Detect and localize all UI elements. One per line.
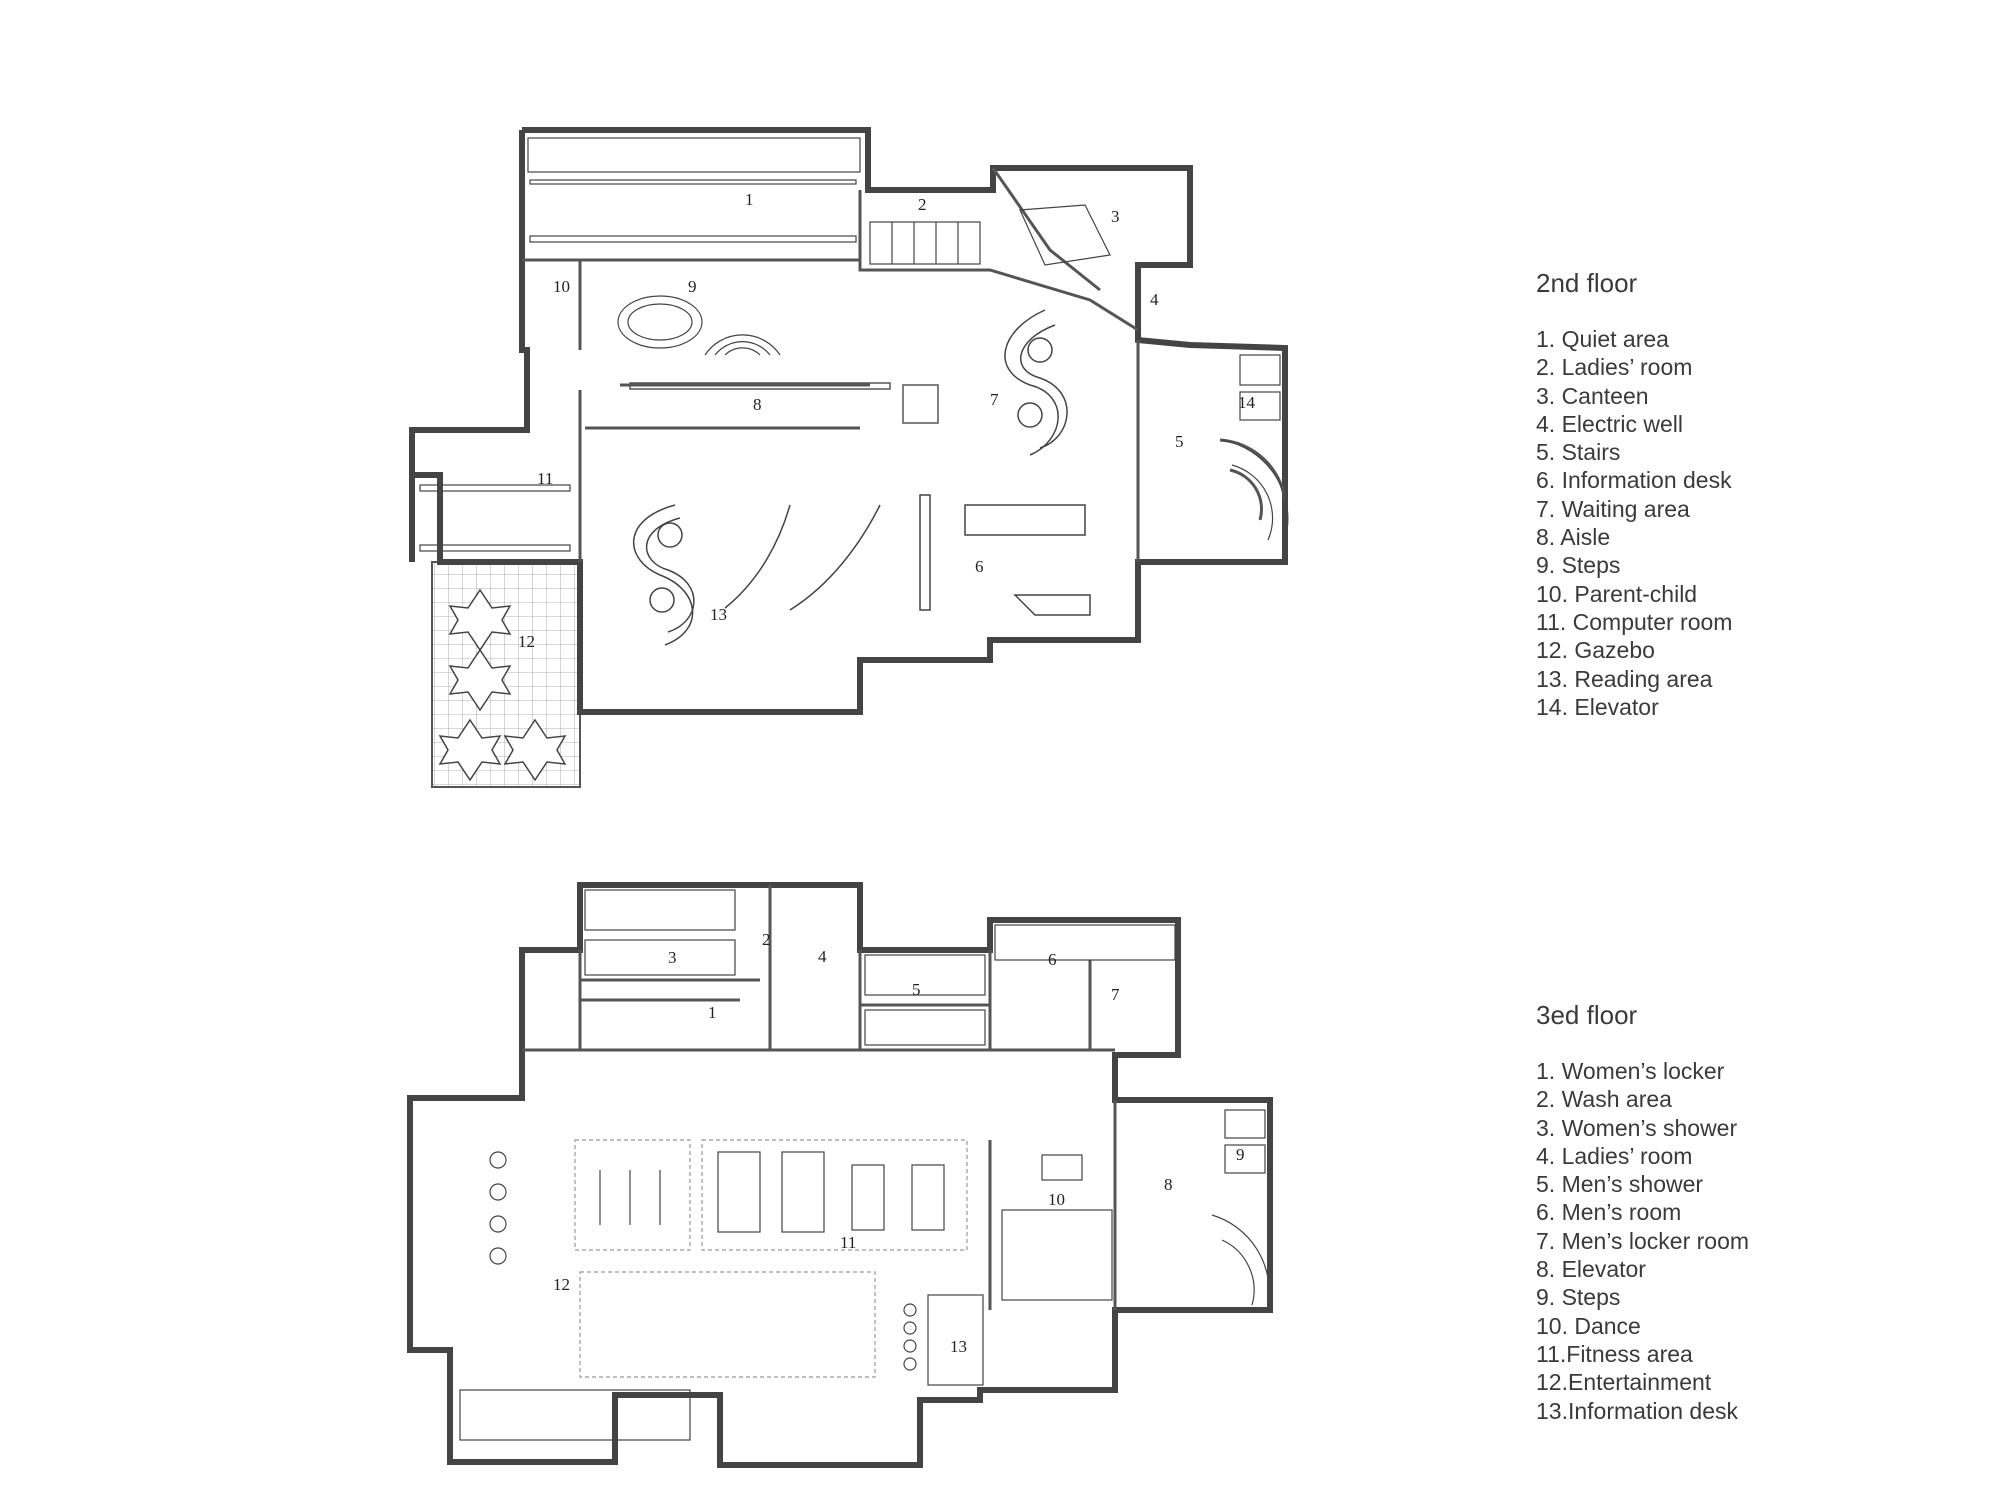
plan-2f-label-6: 6 xyxy=(975,557,984,576)
fitness-equipment xyxy=(599,1151,945,1233)
legend-list: 1. Quiet area 2. Ladies’ room 3. Canteen… xyxy=(1536,325,1732,721)
plan-3f-label-2: 2 xyxy=(762,930,771,949)
legend-item: 11.Fitness area xyxy=(1536,1340,1693,1367)
plan-2f-label-13: 13 xyxy=(710,605,727,624)
plan-2f-label-5: 5 xyxy=(1175,432,1184,451)
plan-3f-label-8: 8 xyxy=(1164,1175,1173,1194)
legend-item: 12.Entertainment xyxy=(1536,1369,1712,1396)
legend-item: 9. Steps xyxy=(1536,1284,1621,1311)
plan-2f-label-7: 7 xyxy=(990,390,999,409)
plan-2nd-floor: 1 2 3 4 5 6 7 8 9 10 11 12 13 14 xyxy=(409,127,1289,788)
quiet-area-desks xyxy=(527,137,861,243)
legend-item: 13. Reading area xyxy=(1536,665,1713,692)
legend-item: 5. Stairs xyxy=(1536,439,1621,466)
plan-2f-label-12: 12 xyxy=(518,632,535,651)
legend-item: 13.Information desk xyxy=(1536,1397,1739,1424)
plan-3f-label-1: 1 xyxy=(708,1003,717,1022)
legend-item: 8. Elevator xyxy=(1536,1256,1646,1283)
info-desk-3f xyxy=(903,1294,984,1386)
legend-title: 3ed floor xyxy=(1536,1000,1638,1030)
plan-3f-label-6: 6 xyxy=(1048,950,1057,969)
canteen-area xyxy=(1019,204,1111,266)
plan-3f-label-12: 12 xyxy=(553,1275,570,1294)
plan-2f-label-10: 10 xyxy=(553,277,570,296)
steps-9 xyxy=(617,295,781,356)
legend-item: 9. Steps xyxy=(1536,552,1621,579)
legend-2nd-floor: 2nd floor 1. Quiet area 2. Ladies’ room … xyxy=(1536,268,1732,721)
legend-item: 12. Gazebo xyxy=(1536,637,1655,664)
reading-area-shelves xyxy=(633,494,931,646)
plan-2f-label-4: 4 xyxy=(1150,290,1159,309)
legend-item: 8. Aisle xyxy=(1536,524,1611,551)
legend-item: 2. Wash area xyxy=(1536,1086,1672,1113)
plan-2f-label-9: 9 xyxy=(688,277,697,296)
plan-3f-numbers: 1 2 3 4 5 6 7 8 9 10 11 12 13 xyxy=(553,930,1245,1356)
plan-3rd-floor: 1 2 3 4 5 6 7 8 9 10 11 12 13 xyxy=(407,882,1273,1468)
legend-item: 6. Men’s room xyxy=(1536,1199,1682,1226)
plan-3f-label-9: 9 xyxy=(1236,1145,1245,1164)
exterior-walls xyxy=(409,127,1288,715)
legend-item: 6. Information desk xyxy=(1536,467,1732,494)
interior-walls-3f xyxy=(522,885,1117,1310)
plan-3f-label-7: 7 xyxy=(1111,985,1120,1004)
legend-item: 10. Dance xyxy=(1536,1312,1641,1339)
legend-item: 7. Waiting area xyxy=(1536,495,1690,522)
legend-item: 7. Men’s locker room xyxy=(1536,1227,1750,1254)
legend-item: 5. Men’s shower xyxy=(1536,1171,1704,1198)
waiting-area-seats xyxy=(1004,309,1068,456)
info-desk-2f xyxy=(964,504,1091,616)
plan-3f-label-3: 3 xyxy=(668,948,677,967)
legend-item: 3. Canteen xyxy=(1536,382,1649,409)
entertainment-area xyxy=(459,1151,691,1441)
legend-item: 11. Computer room xyxy=(1536,608,1733,635)
plan-3f-label-4: 4 xyxy=(818,947,827,966)
legend-item: 10. Parent-child xyxy=(1536,580,1698,607)
legend-item: 2. Ladies’ room xyxy=(1536,354,1693,381)
legend-item: 1. Quiet area xyxy=(1536,326,1669,352)
plan-2f-label-8: 8 xyxy=(753,395,762,414)
legend-item: 1. Women’s locker xyxy=(1536,1058,1725,1084)
plan-2f-label-14: 14 xyxy=(1238,393,1256,412)
plan-2f-label-11: 11 xyxy=(537,469,553,488)
gazebo-pavilions xyxy=(438,588,567,782)
legend-title: 2nd floor xyxy=(1536,268,1638,298)
plan-2f-label-1: 1 xyxy=(745,190,754,209)
plan-3f-label-13: 13 xyxy=(950,1337,967,1356)
plan-3f-label-11: 11 xyxy=(840,1233,856,1252)
fitness-area xyxy=(574,1139,968,1378)
plan-3f-label-5: 5 xyxy=(912,980,921,999)
plan-2f-label-3: 3 xyxy=(1111,207,1120,226)
stairs-5 xyxy=(1221,354,1289,541)
stairs-3f xyxy=(1211,1109,1270,1306)
interior-walls xyxy=(522,167,1287,562)
legend-item: 4. Ladies’ room xyxy=(1536,1142,1693,1169)
aisle-8 xyxy=(629,382,939,424)
legend-list: 1. Women’s locker 2. Wash area 3. Women’… xyxy=(1536,1057,1749,1425)
plan-2f-label-2: 2 xyxy=(918,195,927,214)
shower-stalls-3f xyxy=(584,889,1176,1046)
legend-item: 4. Electric well xyxy=(1536,410,1683,437)
computer-room-desks xyxy=(419,484,571,552)
legend-3rd-floor: 3ed floor 1. Women’s locker 2. Wash area… xyxy=(1536,1000,1749,1425)
plan-3f-label-10: 10 xyxy=(1048,1190,1065,1209)
ladies-room-stalls xyxy=(869,221,981,265)
legend-item: 14. Elevator xyxy=(1536,693,1659,720)
legend-item: 3. Women’s shower xyxy=(1536,1114,1738,1141)
exterior-walls-3f xyxy=(407,882,1273,1468)
dance-area xyxy=(1001,1154,1113,1301)
plan-2f-numbers: 1 2 3 4 5 6 7 8 9 10 11 12 13 14 xyxy=(518,190,1256,651)
